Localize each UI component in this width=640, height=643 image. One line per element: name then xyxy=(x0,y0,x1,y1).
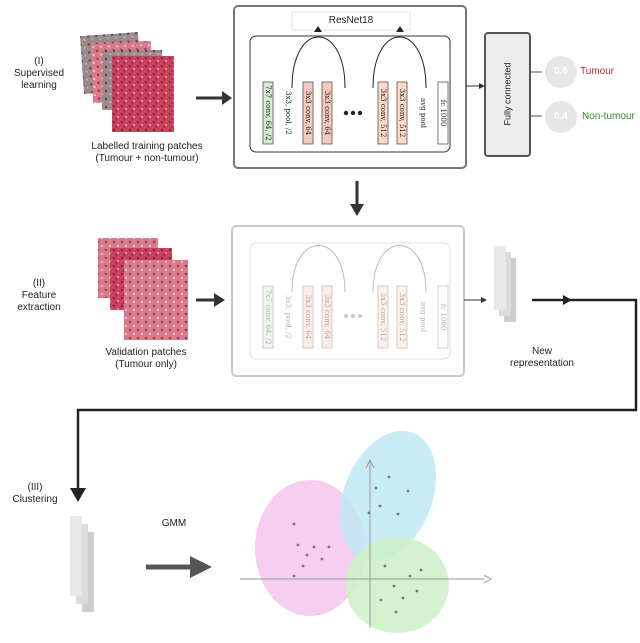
cluster-point xyxy=(419,568,423,572)
resnet-layer-label: fc 1000 xyxy=(439,100,447,127)
stage-3-label: (III)Clustering xyxy=(12,482,58,505)
nontumour-output-node xyxy=(545,101,577,133)
cluster-point xyxy=(383,564,387,568)
resnet-layer-label: 3x3 conv, 64 xyxy=(323,91,331,136)
cluster-point xyxy=(387,475,391,479)
cluster-point xyxy=(296,543,300,547)
resnet-layer-label: 3x3 conv, 512 xyxy=(398,89,406,138)
cluster-point xyxy=(396,512,400,516)
cluster-point xyxy=(415,589,419,593)
cluster-point xyxy=(379,598,383,602)
cluster-point xyxy=(320,557,324,561)
cluster-point xyxy=(327,545,331,549)
extractor-layer-box xyxy=(302,285,314,349)
cluster-point xyxy=(292,522,296,526)
gmm-cluster-plot xyxy=(240,430,493,633)
blue-cluster xyxy=(339,430,437,562)
cluster-point xyxy=(406,489,410,493)
clustering-input-stack xyxy=(70,516,94,612)
training-caption: Labelled training patches(Tumour + non-t… xyxy=(91,141,203,164)
resnet-layer-label: 3x3, pool, /2 xyxy=(284,91,292,135)
extractor-layer-label: 3x3 conv, 512 xyxy=(379,293,387,342)
nontumour-label: Non-tumour xyxy=(582,111,635,122)
validation-caption: Validation patches(Tumour only) xyxy=(105,347,187,370)
extractor-layer-label: 3x3 conv, 64 xyxy=(304,295,312,340)
extractor-layer-label: fc 1000 xyxy=(439,304,447,331)
resnet-layer-label: 3x3 conv, 64 xyxy=(304,91,312,136)
cluster-point xyxy=(378,504,382,508)
training-patches xyxy=(80,32,174,132)
extractor-layer-box xyxy=(437,285,449,349)
connector-to-clustering xyxy=(76,298,638,490)
representation-stack xyxy=(494,246,516,322)
fully-connected-label: Fully connected xyxy=(502,62,513,126)
validation-patches xyxy=(98,238,188,340)
extractor-layer-box xyxy=(321,285,333,349)
extractor-layer-label: 3x3 conv, 512 xyxy=(398,293,406,342)
resnet-layer-label: avg pool xyxy=(419,98,427,129)
green-cluster xyxy=(345,537,449,633)
resnet-block xyxy=(233,5,467,169)
tumour-label: Tumour xyxy=(580,66,615,77)
resnet-layer-box xyxy=(377,81,389,145)
extractor-layer-label: 7x7 conv, 64, /2 xyxy=(264,289,272,344)
cluster-point xyxy=(312,545,316,549)
extractor-layer-label: 3x3, pool, /2 xyxy=(284,295,292,339)
cluster-point xyxy=(401,596,405,600)
extractor-layer-box xyxy=(377,285,389,349)
tumour-output-node xyxy=(545,56,577,88)
resnet-layer-box xyxy=(437,81,449,145)
cluster-point xyxy=(408,574,412,578)
extractor-layer-label: avg pool xyxy=(419,302,427,333)
extractor-layer-box xyxy=(396,285,408,349)
resnet-layer-box xyxy=(262,81,274,145)
tumour-value: 0.6 xyxy=(554,66,568,77)
pink-cluster xyxy=(255,480,365,616)
extractor-layer-label: 3x3 conv, 64 xyxy=(323,295,331,340)
cluster-points xyxy=(292,475,423,614)
resnet-layer-box xyxy=(321,81,333,145)
gmm-label: GMM xyxy=(161,518,187,529)
cluster-point xyxy=(305,553,309,557)
resnet-layer-box xyxy=(302,81,314,145)
resnet-layer-box xyxy=(396,81,408,145)
cluster-point xyxy=(367,511,371,515)
nontumour-value: 0.4 xyxy=(554,111,568,122)
resnet-layer-label: 3x3 conv, 512 xyxy=(379,89,387,138)
cluster-point xyxy=(292,574,296,578)
fully-connected-box xyxy=(484,32,531,157)
network-title: ResNet18 xyxy=(328,15,374,26)
cluster-point xyxy=(374,486,378,490)
cluster-point xyxy=(394,610,398,614)
resnet-layer-label: 7x7 conv, 64, /2 xyxy=(264,85,272,140)
extractor-layer-box xyxy=(262,285,274,349)
cluster-point xyxy=(392,584,396,588)
feature-extractor-block xyxy=(231,225,465,377)
cluster-point xyxy=(301,564,305,568)
